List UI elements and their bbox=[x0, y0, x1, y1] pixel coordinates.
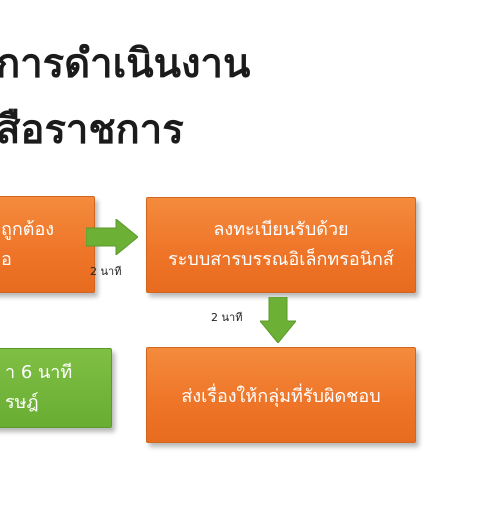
flow-box-send: ส่งเรื่องให้กลุ่มที่รับผิดชอบ bbox=[146, 347, 416, 443]
flow-box-green: า 6 นาที รษฎ์ bbox=[0, 348, 112, 428]
flow-box-left-line2: อ bbox=[1, 248, 12, 270]
flow-box-send-label: ส่งเรื่องให้กลุ่มที่รับผิดชอบ bbox=[181, 385, 381, 407]
flow-box-register: ลงทะเบียนรับด้วย ระบบสารบรรณอิเล็กทรอนิก… bbox=[146, 197, 416, 293]
flow-box-left: ถูกต้อง อ bbox=[0, 196, 95, 293]
flow-box-left-line1: ถูกต้อง bbox=[1, 218, 55, 240]
arrow-down-icon bbox=[260, 297, 296, 343]
flow-box-register-line2: ระบบสารบรรณอิเล็กทรอนิกส์ bbox=[168, 249, 394, 270]
flow-box-register-line1: ลงทะเบียนรับด้วย bbox=[213, 219, 349, 240]
arrow-right-icon bbox=[86, 219, 138, 255]
flow-box-green-line1: า 6 นาที bbox=[5, 362, 73, 383]
flow-box-green-line2: รษฎ์ bbox=[5, 392, 39, 413]
page-title-line1: การดำเนินงาน bbox=[0, 41, 251, 87]
arrow-down-note: 2 นาที bbox=[211, 311, 243, 324]
page-title-line2: สือราชการ bbox=[0, 107, 184, 153]
arrow-right-note: 2 นาที bbox=[90, 265, 122, 278]
